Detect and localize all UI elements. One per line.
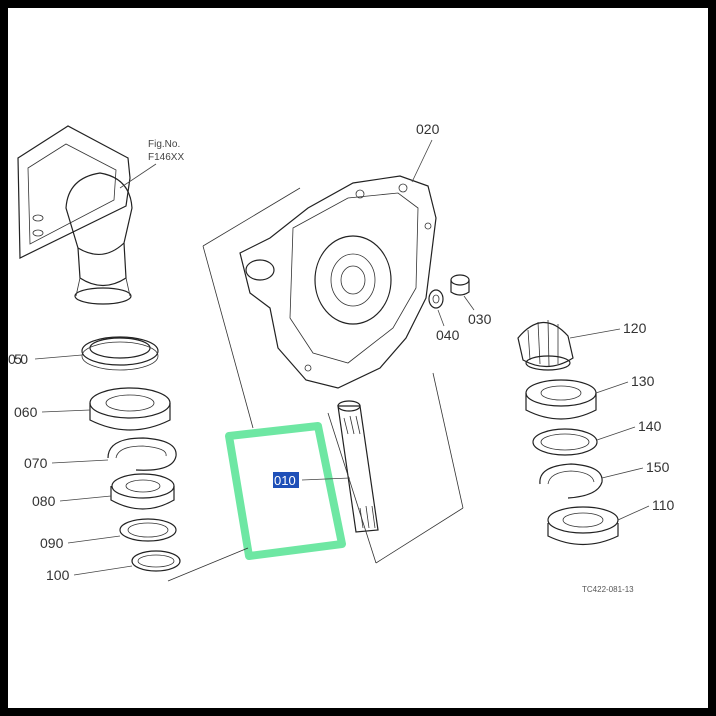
diagram-frame: Fig.No. F146XX 050 060 070 080 090 100 [8, 8, 708, 708]
bearing-130 [525, 379, 597, 420]
callout-150[interactable]: 150 [646, 459, 670, 475]
oil-seal-110 [547, 506, 619, 545]
circlip-070 [107, 437, 177, 471]
callout-140[interactable]: 140 [638, 418, 662, 434]
selection-highlight [273, 472, 299, 488]
collar-090 [119, 518, 177, 542]
drawing-code: TC422-081-13 [582, 585, 634, 594]
upper-gear-case-part [17, 125, 133, 305]
callout-020[interactable]: 020 [416, 121, 440, 137]
circlip-150 [539, 463, 603, 499]
circlip-100 [131, 550, 181, 572]
gear-case-020 [202, 175, 437, 429]
callout-110[interactable]: 110 [652, 497, 675, 513]
highlight-box [225, 422, 346, 560]
callout-120[interactable]: 120 [623, 320, 647, 336]
bearing-060 [89, 387, 171, 431]
callout-100[interactable]: 100 [46, 567, 70, 583]
plug-030 [450, 274, 470, 296]
fig-no-label: Fig.No. [148, 139, 180, 150]
parts-diagram: Fig.No. F146XX 050 060 070 080 090 100 [8, 121, 675, 594]
callout-130[interactable]: 130 [631, 373, 655, 389]
fig-ref-label: F146XX [148, 152, 184, 163]
callout-080[interactable]: 080 [32, 493, 56, 509]
callout-090[interactable]: 090 [40, 535, 64, 551]
bearing-080 [110, 473, 175, 510]
callout-030[interactable]: 030 [468, 311, 492, 327]
bevel-gear-120 [517, 319, 574, 371]
callout-050[interactable]: 050 [8, 351, 28, 367]
shaft-010 [327, 372, 464, 564]
callout-040[interactable]: 040 [436, 327, 460, 343]
washer-040 [428, 289, 444, 309]
callout-070[interactable]: 070 [24, 455, 48, 471]
callout-010[interactable]: 010 [274, 473, 296, 488]
oil-seal-050 [81, 336, 159, 371]
callout-060[interactable]: 060 [14, 404, 38, 420]
circlip-140 [532, 428, 598, 456]
